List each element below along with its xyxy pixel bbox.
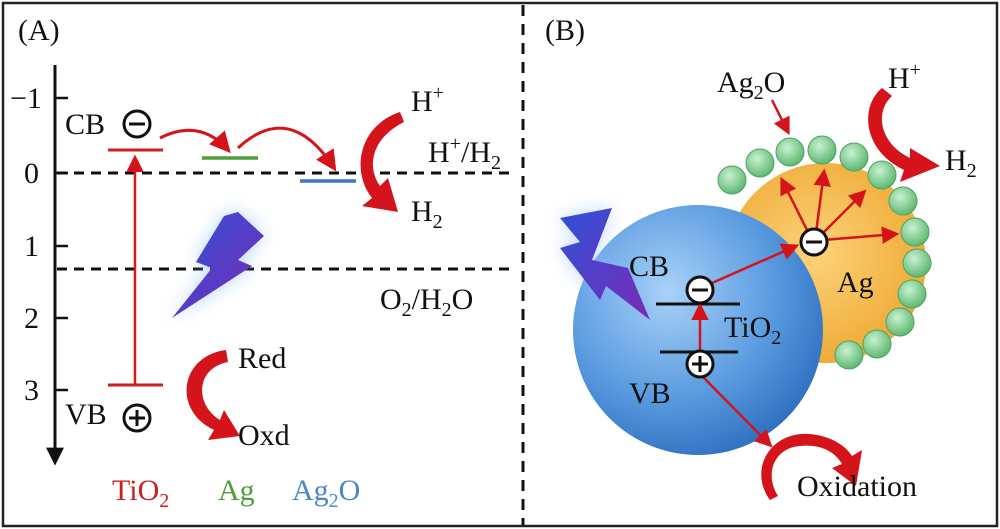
h-plus-label: H+: [888, 59, 921, 95]
ag2o-shell: [717, 135, 932, 370]
reduction-arrow: [868, 88, 940, 182]
charge-arrows: [691, 99, 900, 448]
panel-a: (A) −1 0 1 2 3 CB VB: [10, 14, 512, 512]
transfer-arrow: [236, 126, 337, 172]
vb-label: VB: [629, 377, 671, 410]
h2-label: H2: [945, 144, 977, 182]
tio2-label: TiO2: [724, 311, 781, 349]
light-bolt-icon: [560, 208, 650, 320]
electron-icon: [685, 275, 715, 305]
panel-a-label: (A): [18, 14, 60, 47]
panel-b: (B) CB VB TiO2: [545, 14, 977, 503]
tick-label: −1: [10, 82, 42, 115]
transfer-arrow: [159, 128, 231, 154]
h-couple-label: H+/H2: [428, 133, 501, 174]
ag2o-label: Ag2O: [717, 66, 785, 104]
vb-label: VB: [65, 398, 107, 431]
cb-label: CB: [65, 108, 105, 141]
light-bolt-icon: [172, 212, 264, 318]
oxidation-label: Oxidation: [797, 470, 917, 503]
legend-ag2o: Ag2O: [292, 474, 360, 512]
red-label: Red: [238, 342, 286, 375]
o-couple-label: O2/H2O: [380, 283, 473, 321]
tick-label: 0: [24, 157, 39, 190]
ag-label: Ag: [837, 266, 874, 299]
tio2-particle: [573, 205, 823, 455]
oxidation-arrow: [186, 350, 240, 440]
tick-label: 1: [24, 230, 39, 263]
tick-label: 3: [24, 374, 39, 407]
panel-b-label: (B): [545, 14, 585, 47]
electron-icon: [799, 227, 829, 257]
h2-label: H2: [411, 195, 443, 233]
legend-ag: Ag: [218, 474, 255, 507]
h-plus-label: H+: [411, 82, 444, 118]
hole-icon: [122, 403, 152, 433]
hole-icon: [685, 349, 715, 379]
reduction-arrow: [360, 112, 404, 212]
axis-ticks: [55, 96, 68, 392]
legend-tio2: TiO2: [112, 474, 169, 512]
tick-label: 2: [24, 302, 39, 335]
electron-icon: [122, 109, 152, 139]
cb-label: CB: [629, 250, 669, 283]
oxd-label: Oxd: [238, 419, 290, 452]
oxidation-arrow: [761, 433, 862, 500]
